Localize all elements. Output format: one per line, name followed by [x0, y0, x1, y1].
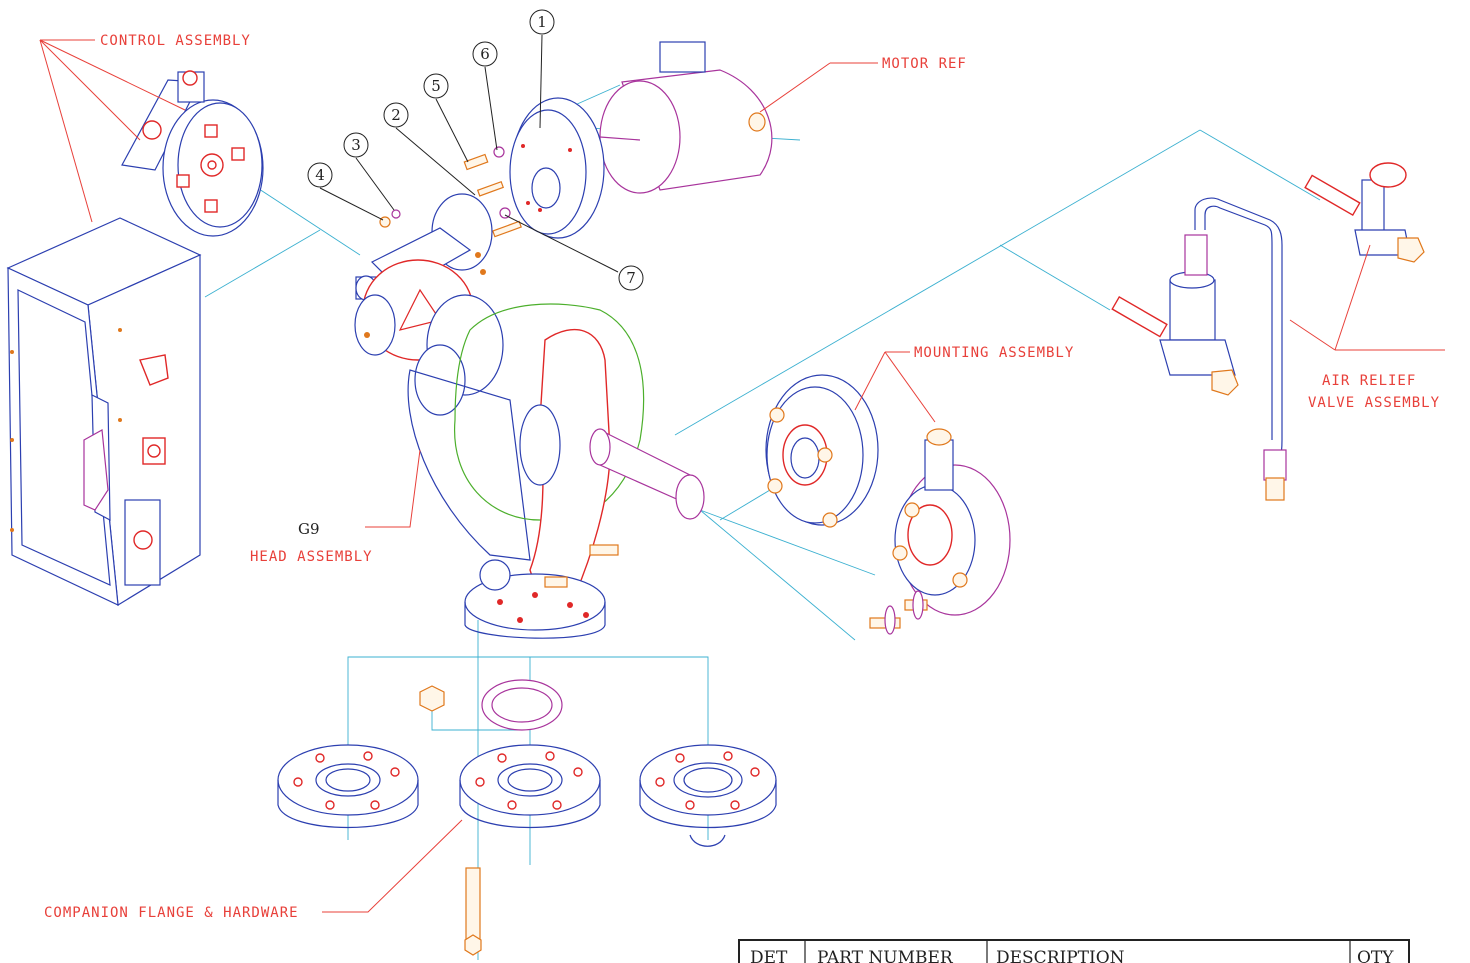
table-header-det: DET — [750, 948, 788, 963]
stud-bolt — [465, 867, 481, 941]
leader-lines — [39, 39, 1445, 913]
balloon-2: 2 — [383, 102, 409, 128]
flange-left — [277, 744, 419, 829]
hex-nut-top — [419, 685, 445, 712]
label-mounting-assembly: MOUNTING ASSEMBLY — [914, 345, 1074, 361]
balloon-3: 3 — [343, 132, 369, 158]
table-header-part-number: PART NUMBER — [817, 948, 954, 963]
label-air-relief: AIR RELIEF — [1322, 373, 1416, 389]
balloon-callouts: 1 2 3 4 5 6 7 — [307, 9, 644, 291]
flange-center — [459, 744, 601, 829]
motor-adapter-flange — [509, 97, 605, 239]
label-valve-assembly: VALVE ASSEMBLY — [1308, 395, 1440, 411]
motor — [599, 41, 773, 194]
control-enclosure — [6, 217, 202, 607]
balloon-label: 6 — [480, 45, 490, 63]
balloon-7: 7 — [618, 265, 644, 291]
air-relief-valve — [1111, 162, 1425, 501]
control-drive-unit — [121, 70, 264, 237]
companion-flanges — [277, 679, 777, 956]
label-control-assembly: CONTROL ASSEMBLY — [100, 33, 251, 49]
balloon-label: 2 — [391, 106, 401, 124]
balloon-label: 3 — [351, 136, 361, 154]
balloon-label: 7 — [626, 269, 636, 287]
centerlines — [204, 84, 1321, 960]
table-header-description: DESCRIPTION — [996, 948, 1125, 963]
table-header-qty: QTY — [1357, 948, 1394, 963]
label-head-assembly: HEAD ASSEMBLY — [250, 549, 373, 565]
label-motor-ref: MOTOR REF — [882, 56, 967, 72]
gear-reducer — [354, 193, 504, 416]
flange-right — [639, 744, 777, 847]
label-companion-flange: COMPANION FLANGE & HARDWARE — [44, 905, 299, 921]
parts-table: DET PART NUMBER DESCRIPTION QTY — [738, 939, 1410, 963]
balloon-4: 4 — [307, 162, 333, 188]
pump-head-assembly — [407, 303, 705, 639]
balloon-6: 6 — [472, 41, 498, 67]
hex-nut-bottom — [464, 934, 482, 956]
balloon-label: 1 — [537, 13, 547, 31]
mounting-assembly — [765, 374, 1011, 635]
balloon-label: 4 — [315, 166, 325, 184]
label-head-code: G9 — [298, 520, 320, 538]
balloon-label: 5 — [431, 77, 441, 95]
balloon-5: 5 — [423, 73, 449, 99]
balloon-1: 1 — [529, 9, 555, 35]
